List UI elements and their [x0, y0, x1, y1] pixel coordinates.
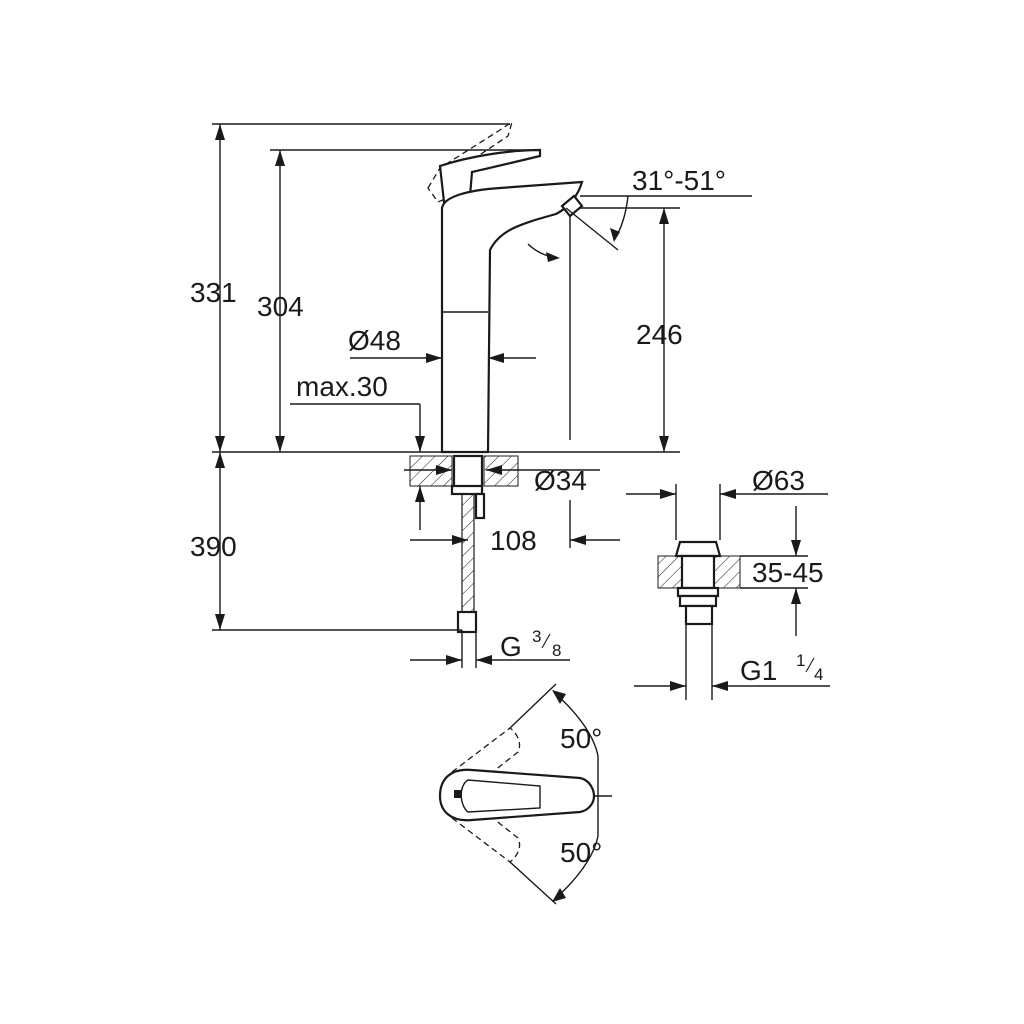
waste-counter-right [713, 555, 741, 589]
faucet-body [440, 180, 584, 454]
mount-stud [474, 492, 486, 520]
waste-thread-num: 1 [796, 651, 805, 670]
label-waste-thickness: 35-45 [752, 557, 824, 588]
waste-tail [684, 604, 714, 626]
label-hose-thread: G 3 8 [500, 627, 561, 662]
label-spout-height: 304 [257, 291, 304, 322]
waste-valve [657, 540, 741, 700]
hose-fitting [456, 610, 478, 634]
hose-thread-num: 3 [532, 627, 541, 646]
lever-top-solid [438, 768, 596, 822]
waste-cap [674, 540, 722, 558]
waste-counter-left [657, 555, 683, 589]
waste-thread-den: 4 [814, 665, 823, 684]
waste-dimension-lines [626, 484, 830, 691]
label-lever-angle-top: 50° [560, 723, 602, 754]
label-body-diameter: Ø48 [348, 325, 401, 356]
waste-nut-1 [676, 586, 720, 598]
waste-nut-2 [678, 594, 718, 608]
waste-body [680, 554, 716, 590]
hose-thread-den: 8 [552, 641, 561, 660]
label-outlet-height: 246 [636, 319, 683, 350]
label-max-thickness: max.30 [296, 371, 388, 402]
hose-thread-main: G [500, 631, 522, 662]
label-overall-height: 331 [190, 277, 237, 308]
mount-shank [452, 454, 484, 492]
label-projection: 108 [490, 525, 537, 556]
label-hole-diameter: Ø34 [534, 465, 587, 496]
mount-nut [450, 484, 484, 496]
lever-top-indicator [454, 790, 462, 798]
aerator [560, 194, 584, 218]
lever-raised-outline [427, 120, 514, 203]
dimension-lines [212, 123, 752, 668]
label-hose-length: 390 [190, 531, 237, 562]
label-lever-angle-bottom: 50° [560, 837, 602, 868]
label-waste-thread: G1 1 4 [740, 651, 823, 686]
lever [438, 148, 542, 204]
label-spray-angle: 31°-51° [632, 165, 726, 196]
waste-thread-main: G1 [740, 655, 777, 686]
hose [461, 493, 475, 615]
label-waste-diameter: Ø63 [752, 465, 805, 496]
dimension-labels: 331 304 Ø48 max.30 246 31°-51° Ø34 108 3… [190, 165, 824, 868]
lever-top-view [438, 683, 612, 905]
